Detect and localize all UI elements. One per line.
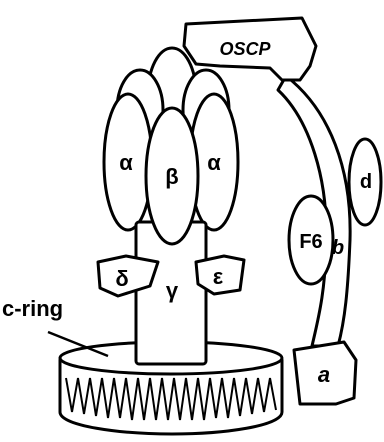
label-delta: δ bbox=[115, 266, 128, 291]
label-a: a bbox=[318, 362, 330, 387]
label-epsilon: ε bbox=[213, 264, 224, 289]
label-gamma: γ bbox=[166, 278, 179, 303]
label-b: b bbox=[332, 237, 344, 259]
label-c-ring: c-ring bbox=[2, 296, 63, 321]
label-alpha-right: α bbox=[207, 150, 221, 175]
label-f6: F6 bbox=[299, 231, 322, 253]
label-beta: β bbox=[165, 164, 178, 189]
label-d: d bbox=[360, 171, 372, 193]
label-oscp: OSCP bbox=[219, 39, 271, 59]
label-alpha-left: α bbox=[119, 150, 133, 175]
